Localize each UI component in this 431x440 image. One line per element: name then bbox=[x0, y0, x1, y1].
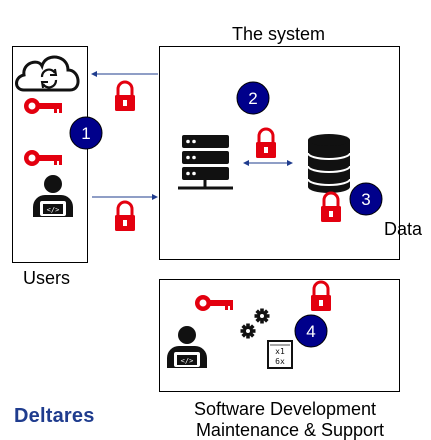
key-icon bbox=[195, 295, 233, 311]
diagram-title: The system bbox=[232, 24, 326, 44]
users-label: Users bbox=[23, 268, 71, 288]
padlock-icon bbox=[113, 80, 137, 113]
developer-icon bbox=[33, 175, 73, 217]
gears-icon bbox=[240, 308, 270, 339]
svg-text:2: 2 bbox=[248, 89, 257, 108]
software-box bbox=[159, 279, 400, 392]
svg-text:4: 4 bbox=[306, 322, 315, 341]
key-icon bbox=[24, 98, 62, 114]
padlock-icon bbox=[309, 280, 333, 313]
code-file-icon: x1 6x bbox=[267, 340, 293, 369]
svg-text:3: 3 bbox=[361, 190, 370, 209]
svg-text:6x: 6x bbox=[275, 357, 285, 366]
database-icon bbox=[307, 134, 351, 193]
svg-text:x1: x1 bbox=[275, 347, 285, 356]
server-icon bbox=[178, 135, 233, 190]
deltares-logo: Deltares bbox=[14, 405, 95, 427]
key-icon bbox=[24, 150, 62, 166]
marker-3: 3 bbox=[349, 182, 383, 216]
svg-text:1: 1 bbox=[81, 124, 90, 143]
maintenance-label: Maintenance & Support bbox=[195, 420, 385, 440]
marker-1: 1 bbox=[69, 116, 103, 150]
software-label: Software Development bbox=[193, 399, 377, 419]
data-label: Data bbox=[384, 219, 423, 239]
developer-icon bbox=[167, 326, 207, 368]
padlock-icon bbox=[113, 200, 137, 233]
padlock-icon bbox=[319, 191, 343, 224]
cloud-sync-icon bbox=[15, 55, 80, 92]
padlock-icon bbox=[254, 127, 278, 160]
marker-2: 2 bbox=[236, 81, 270, 115]
marker-4: 4 bbox=[294, 314, 328, 348]
